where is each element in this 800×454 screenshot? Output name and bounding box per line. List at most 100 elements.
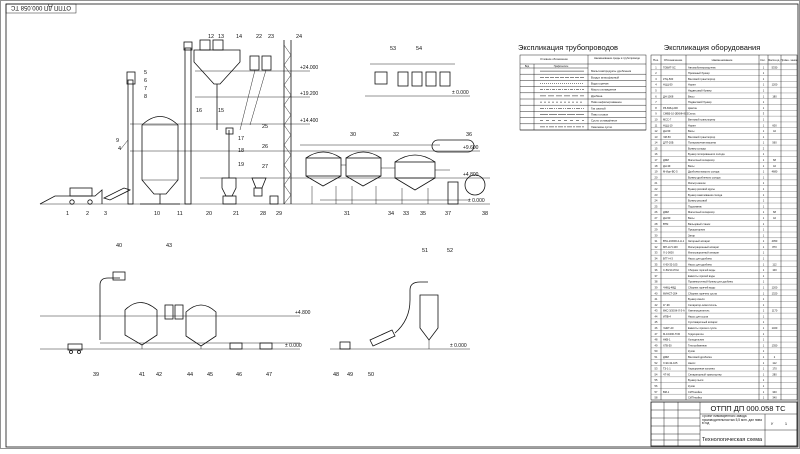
equip-mass: 600 <box>772 123 777 127</box>
equipment-number: 45 <box>207 372 213 378</box>
equip-code: ДЛТ-20Б <box>663 141 674 145</box>
equip-code: КТЦ-500 <box>663 77 674 81</box>
equip-qty: 1 <box>763 245 765 249</box>
equipment-number: 23 <box>268 34 274 40</box>
equip-mass: 5330 <box>772 65 778 69</box>
equip-qty: 1 <box>763 129 765 133</box>
equipment-number: 37 <box>445 211 451 217</box>
equip-qty: 1 <box>763 390 765 394</box>
equip-pos: 9 <box>655 112 657 116</box>
equip-qty: 1 <box>763 314 765 318</box>
equipment-number: 53 <box>390 46 396 52</box>
equipment-number: 35 <box>420 211 426 217</box>
equip-name: Емкость горячей воды <box>688 274 715 278</box>
equip-name: Бункер замочивания солода <box>688 193 723 197</box>
equip-pos: 23 <box>655 193 658 197</box>
equip-mass: 4680 <box>772 170 778 174</box>
equip-qty: 3 <box>763 112 765 116</box>
rotated-stamp-code: ОТПП ДП 000.058 ТС <box>10 4 71 10</box>
equip-code: М-10/400-Т/30 <box>663 332 681 336</box>
equip-code: СМВЗ-10-ЗЕКИН-Б.5 <box>663 112 689 116</box>
equip-pos: 32 <box>655 245 658 249</box>
equip-pos: 15 <box>655 146 658 150</box>
pipe-table-title: Экспликация трубопроводов <box>518 43 618 52</box>
equip-qty: 1 <box>763 396 765 400</box>
pipe-sub-kind: Вид <box>525 65 530 68</box>
equip-pos: 7 <box>655 100 657 104</box>
equip-pos: 24 <box>655 199 658 203</box>
equip-name: Подъемник <box>688 204 702 208</box>
equip-qty: 1 <box>763 204 765 208</box>
equip-pos: 29 <box>655 228 658 232</box>
equip-qty: 1 <box>763 268 765 272</box>
equip-qty: 1 <box>763 291 765 295</box>
equip-name: Теплообменник <box>688 343 708 347</box>
equipment-number: 8 <box>144 94 147 100</box>
equip-qty: 1 <box>763 378 765 382</box>
equip-pos: 10 <box>655 117 658 121</box>
equip-code: ФКС-3/ЗОЖ-Л-3-А <box>663 309 685 313</box>
equip-qty: 1 <box>763 193 765 197</box>
elevation-label: +24.000 <box>300 65 318 71</box>
equip-name: Весы <box>688 94 694 98</box>
equipment-number: 16 <box>196 108 202 114</box>
equip-pos: 48 <box>655 338 658 342</box>
equipment-table: Экспликация оборудования Поз. Обозначени… <box>650 43 798 401</box>
equip-pos: 4 <box>655 83 657 87</box>
equipment-number: 3 <box>104 211 107 217</box>
equip-name: Гидроциклон <box>688 332 704 336</box>
equipment-number: 12 <box>208 34 214 40</box>
equip-qty: 1 <box>763 372 765 376</box>
equip-pos: 56 <box>655 384 658 388</box>
equip-pos: 25 <box>655 204 658 208</box>
equip-pos: 2 <box>655 71 657 75</box>
equip-mass: 170 <box>772 367 777 371</box>
equipment-number: 49 <box>347 372 353 378</box>
equip-name: Сепараторный транспортер <box>688 372 722 376</box>
equip-pos: 26 <box>655 210 658 214</box>
equip-qty: 1 <box>763 71 765 75</box>
elevation-label: +14.400 <box>300 118 318 124</box>
equip-qty: 1 <box>763 361 765 365</box>
equip-name: Магнитный сепаратор <box>688 158 715 162</box>
equip-pos: 14 <box>655 141 658 145</box>
equip-pos: 18 <box>655 164 658 168</box>
equip-qty: 1 <box>763 332 765 336</box>
equip-name: Винтовой дробилка <box>688 355 712 359</box>
equip-code: ВТН-2/3000-2-Н-1 <box>663 239 685 243</box>
equip-pos: 40 <box>655 291 658 295</box>
equip-mass: 280 <box>772 372 777 376</box>
equip-pos: 31 <box>655 239 658 243</box>
equip-pos: 47 <box>655 332 658 336</box>
equipment-number: 46 <box>236 372 242 378</box>
equip-pos: 12 <box>655 129 658 133</box>
equip-mass: 340 <box>772 396 777 400</box>
pipe-medium-name: Вода горячая <box>591 82 609 86</box>
equip-code: ИПВ-4 <box>663 314 671 318</box>
pipe-sub-graphic: Графическое <box>554 65 569 68</box>
equip-qty: 1 <box>763 94 765 98</box>
equip-pos: 51 <box>655 355 658 359</box>
equip-name: Весы <box>688 216 694 220</box>
equipment-number: 30 <box>350 132 356 138</box>
equip-qty: 1 <box>763 251 765 255</box>
equip-mass: 870 <box>772 245 777 249</box>
equip-code: МСС-Г <box>663 117 672 121</box>
equip-qty: 1 <box>763 326 765 330</box>
equip-qty: 1 <box>763 135 765 139</box>
equip-mass: 560 <box>772 141 777 145</box>
equip-name: Хмелеотделитель <box>688 309 710 313</box>
equip-name: Силос <box>688 112 696 116</box>
equip-name: Фильтрационный аппарат <box>688 251 720 255</box>
equip-col-note: Приме- чание <box>781 58 798 62</box>
equip-pos: 21 <box>655 181 658 185</box>
equip-code: ЧТ-60 <box>663 372 671 376</box>
equip-qty: 1 <box>763 367 765 371</box>
equip-code: РЗ-БИЦ-200 <box>663 106 678 110</box>
elevation-label: +4.800 <box>463 172 479 178</box>
pipe-medium-name: Воздух атмосферный <box>591 75 619 79</box>
equip-pos: 22 <box>655 187 658 191</box>
